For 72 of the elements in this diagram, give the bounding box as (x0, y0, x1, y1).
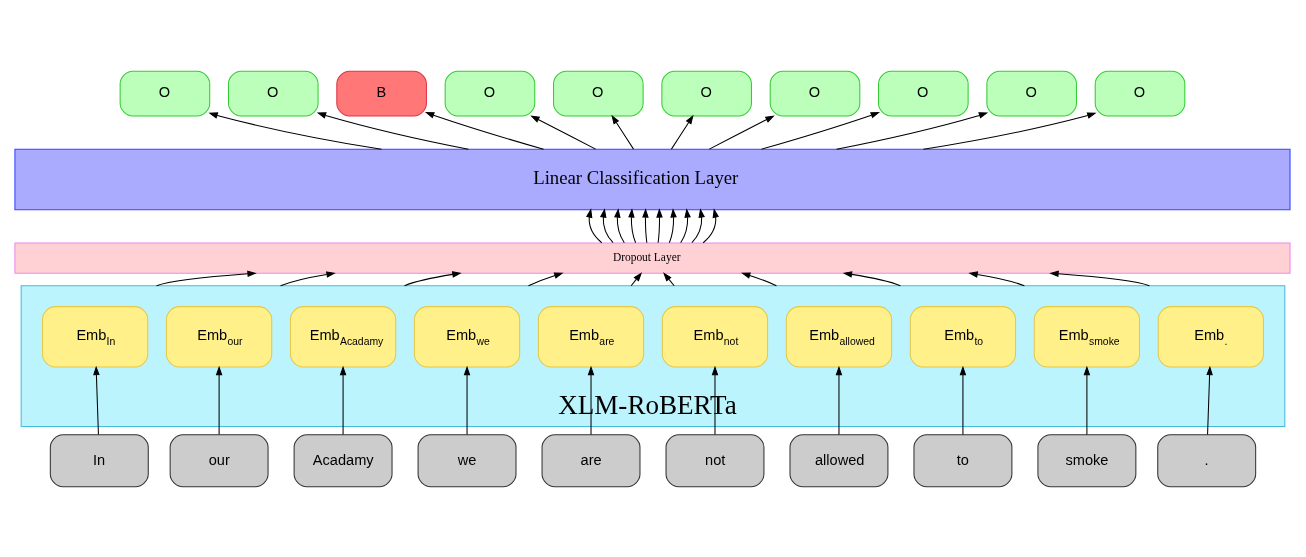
node-box: our (169, 433, 269, 487)
node-box: not (665, 433, 765, 487)
node-box: O (986, 70, 1077, 116)
arrow (611, 114, 635, 150)
node-box: O (119, 70, 211, 116)
arrow (1206, 365, 1213, 435)
arrow (208, 111, 382, 150)
node-box: Acadamy (293, 433, 393, 487)
arrow (1083, 365, 1091, 435)
arrow (691, 207, 705, 243)
arrow (760, 111, 880, 150)
node-box: Emb$_{In}$ (42, 305, 149, 368)
arrow (316, 111, 469, 150)
arrow (215, 365, 223, 435)
node-box: O (769, 70, 861, 116)
node-box: O (227, 70, 319, 116)
node-box: Emb$_{Acadamy}$ (289, 305, 397, 368)
arrow (642, 207, 649, 243)
node-box: Emb$_{allowed}$ (785, 305, 893, 368)
arrow (585, 207, 603, 243)
arrow (280, 270, 336, 286)
arrow (663, 271, 675, 286)
arrow (1049, 270, 1150, 286)
node-box: Emb$_{not}$ (661, 305, 769, 368)
arrow (656, 207, 663, 243)
arrow (702, 207, 719, 243)
arrow (922, 111, 1097, 150)
arrow (711, 365, 719, 435)
arrow (842, 270, 901, 286)
node-box: Emb$_{we}$ (413, 305, 521, 368)
arrow (614, 207, 625, 243)
arrow (835, 365, 843, 435)
node-box: are (541, 433, 641, 487)
arrow (680, 207, 691, 243)
arrow (156, 270, 257, 286)
arrow (530, 114, 597, 150)
node-box: In (49, 433, 149, 487)
node-box: allowed (789, 433, 889, 487)
arrow (708, 114, 775, 150)
node-box: . (1157, 433, 1257, 487)
arrow (968, 270, 1025, 286)
arrow (600, 207, 614, 243)
arrow (836, 111, 989, 150)
arrow (528, 271, 564, 286)
arrow (424, 111, 545, 150)
node-box: O (553, 70, 644, 116)
node-box: O (1094, 70, 1186, 116)
arrow (668, 207, 677, 243)
arrow (587, 365, 595, 435)
node-box: Emb$_{are}$ (537, 305, 645, 368)
arrow (628, 207, 637, 243)
node-box: Emb$_{our}$ (165, 305, 273, 368)
node-box: we (417, 433, 517, 487)
node-box: O (878, 70, 969, 116)
arrow (959, 365, 967, 435)
node-box: Dropout Layer (14, 242, 1291, 274)
arrow (741, 271, 777, 286)
node-box: Emb$_{smoke}$ (1033, 305, 1141, 368)
node-box: Emb$_{to}$ (909, 305, 1017, 368)
arrow (630, 271, 643, 286)
node-box: Linear Classification Layer (14, 148, 1291, 210)
arrow (93, 365, 100, 435)
node-box: O (444, 70, 536, 116)
arrow (463, 365, 471, 435)
node-box: smoke (1037, 433, 1137, 487)
arrow (670, 114, 694, 150)
arrow (339, 365, 347, 435)
node-box: Emb$_{.}$ (1157, 305, 1264, 368)
node-box: O (661, 70, 752, 116)
node-box: to (913, 433, 1013, 487)
node-box: B (336, 70, 427, 116)
arrow (404, 270, 462, 286)
